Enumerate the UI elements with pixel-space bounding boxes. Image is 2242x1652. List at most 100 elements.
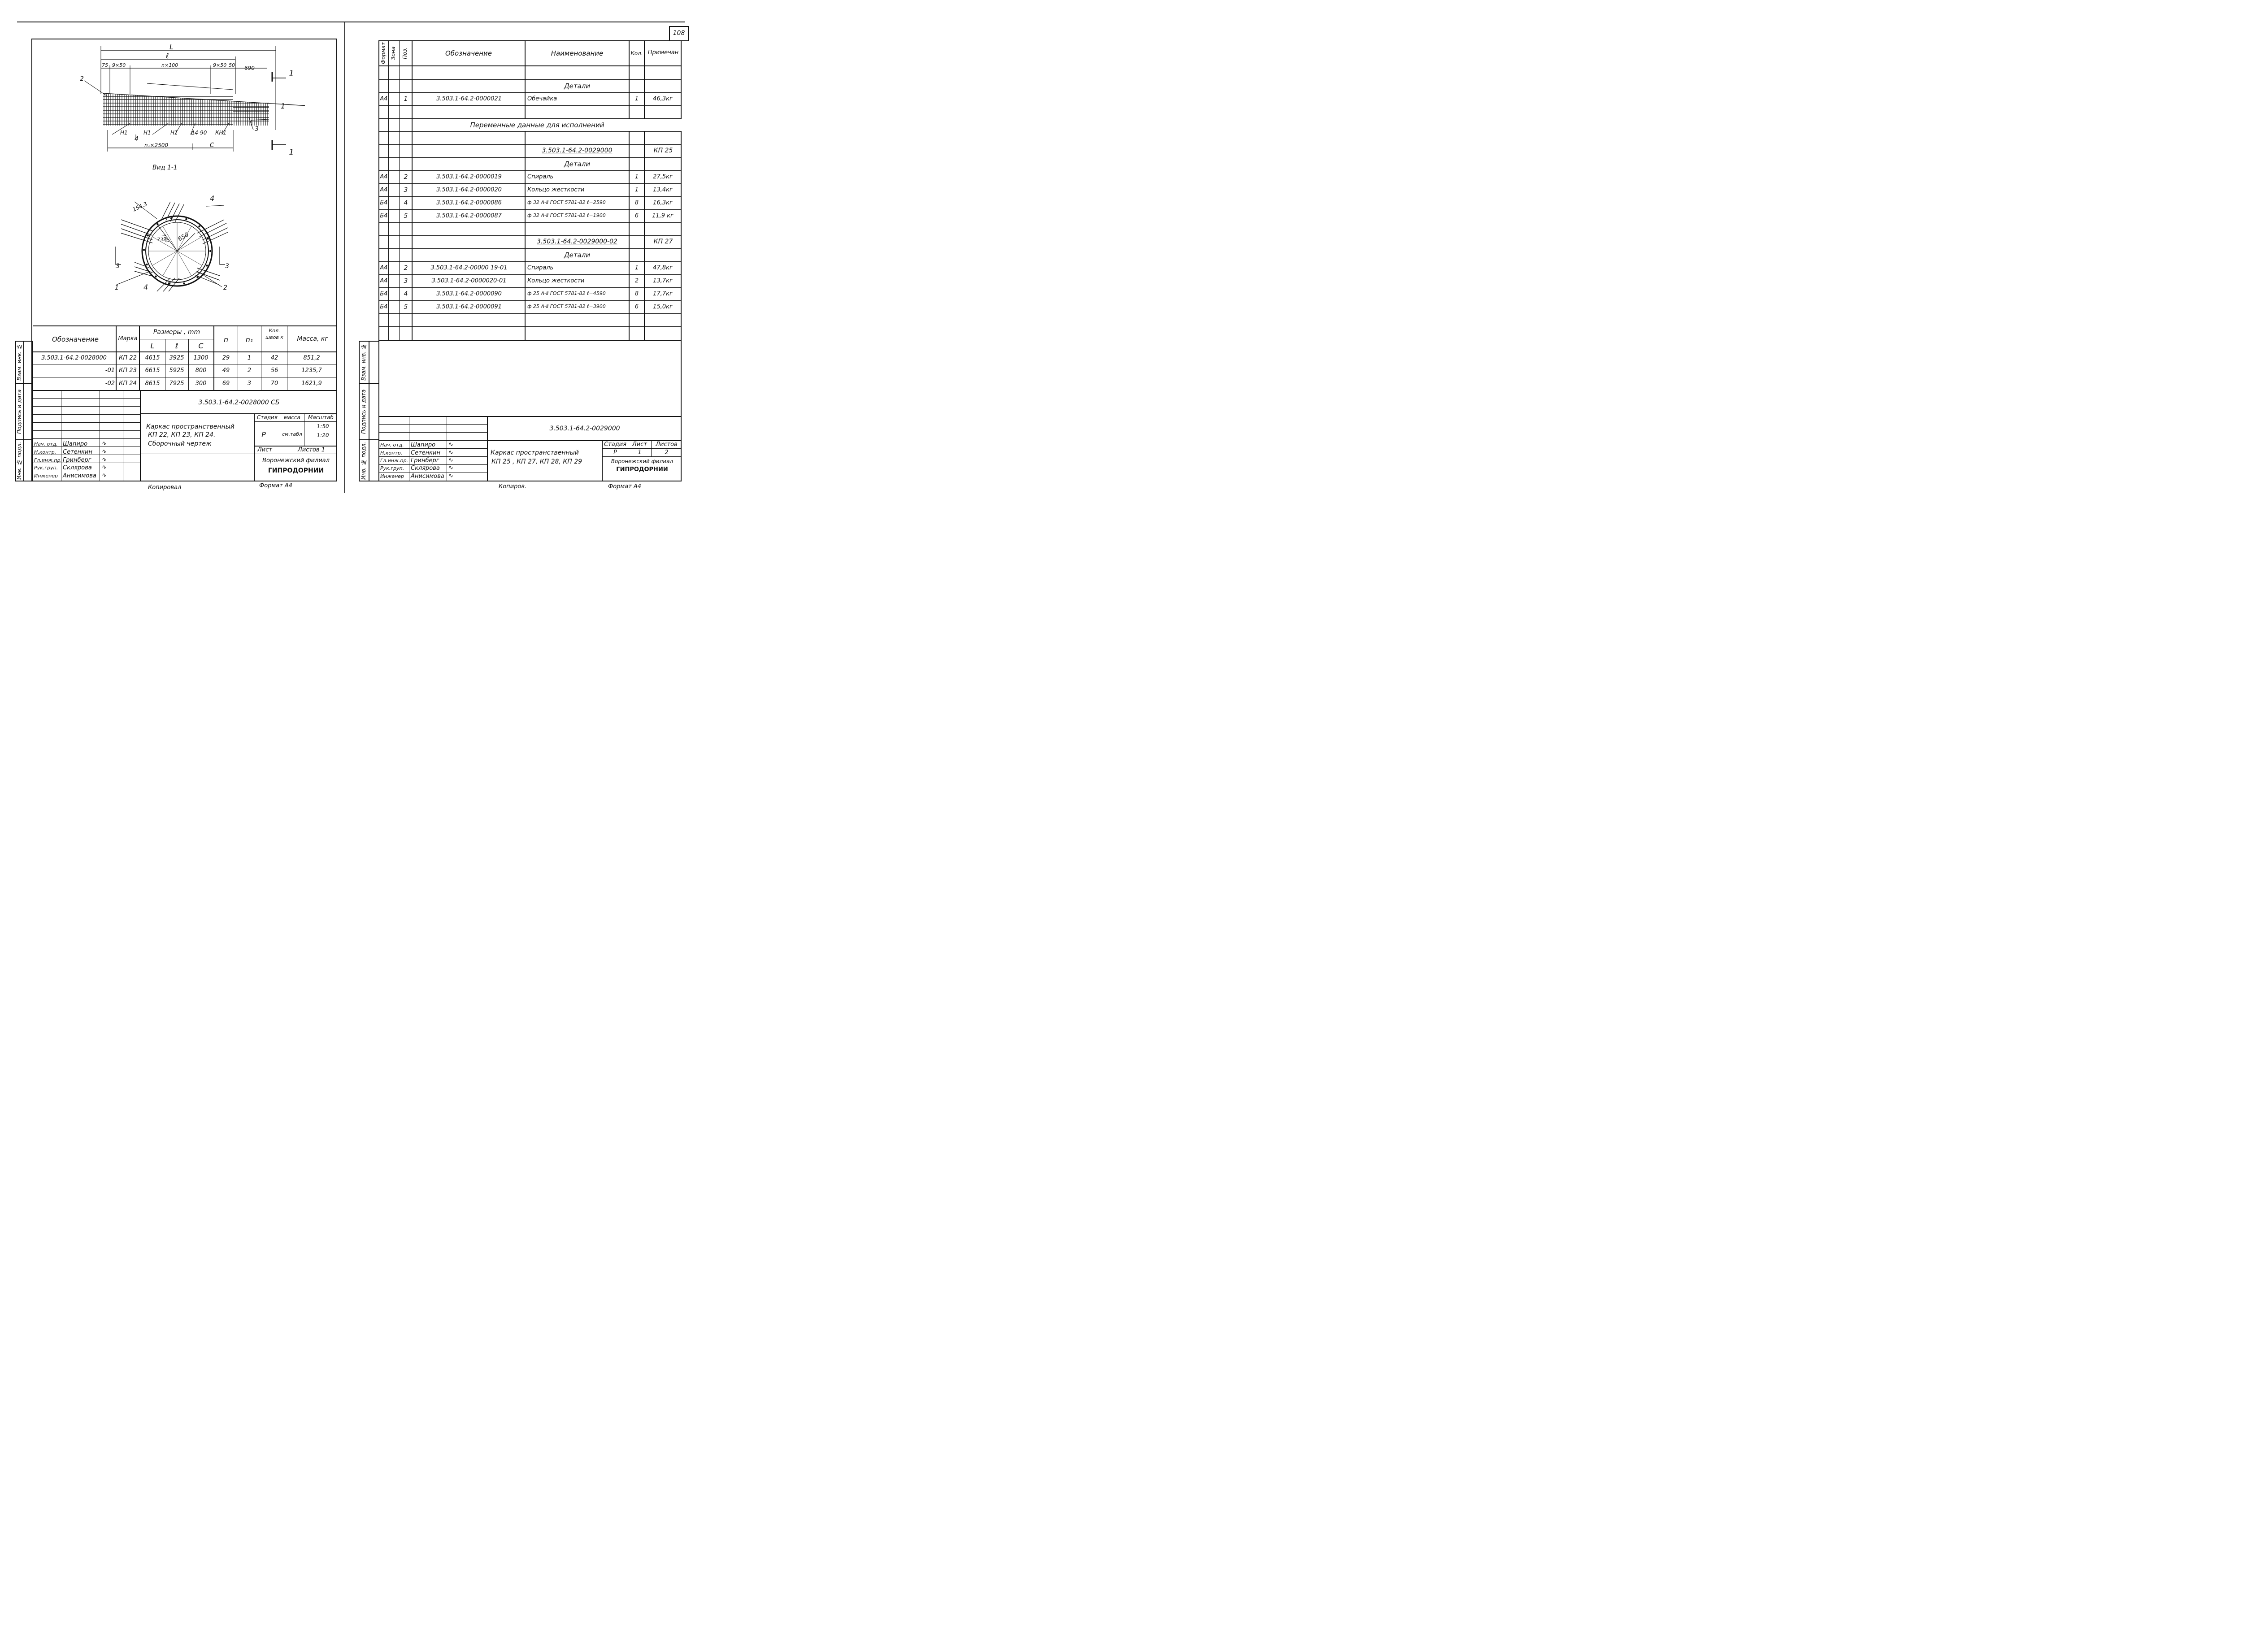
ptable-v2	[139, 325, 140, 391]
left-org-line1: Воронежский филиал	[262, 457, 330, 464]
spec-cell-pos: 3	[404, 278, 408, 285]
spec-variant-code: 3.503.1-64.2-0029000-02	[537, 238, 617, 245]
left-mass-label: масса	[284, 414, 300, 421]
left-stamp-sep2	[15, 439, 33, 440]
dim-nx100-label: n×100	[161, 62, 178, 68]
ltb-role: Инженер	[34, 473, 58, 479]
ptable-cell-c: 1300	[193, 355, 209, 361]
rtb-code-bottom	[487, 440, 682, 441]
ltb-grid-row	[33, 406, 140, 407]
section-pos3-left: 3	[116, 263, 120, 270]
left-format: Формат А4	[259, 482, 293, 489]
rtb-signature: ∿	[448, 464, 453, 471]
spec-section-heading: Детали	[564, 160, 591, 168]
dim-50-label: 50	[229, 62, 235, 68]
radial-line	[152, 251, 178, 266]
left-scale-1: 1:50	[317, 423, 329, 429]
spec-cell-note: 46,3кг	[653, 95, 673, 102]
ltb-role: Рук.груп.	[34, 465, 58, 471]
left-side-stamp	[15, 341, 33, 481]
spec-header-designation: Обозначение	[445, 49, 492, 57]
ptable-v5	[213, 325, 214, 391]
ptable-cell-k: 70	[270, 380, 278, 387]
spec-row-line	[378, 235, 682, 236]
spec-variant-code: 3.503.1-64.2-0029000	[542, 147, 613, 154]
ptable-cell-designation: -01	[105, 367, 115, 374]
ptable-cell-n1: 2	[247, 367, 252, 374]
spec-row-line	[378, 118, 682, 119]
spec-cell-designation: 3.503.1-64.2-0000020-01	[431, 278, 507, 284]
ltb-grid-row	[33, 414, 140, 415]
left-stamp-divider	[23, 341, 24, 481]
dim-n1x2500-label: n₁×2500	[144, 142, 168, 148]
right-org-line1: Воронежский филиал	[611, 458, 673, 464]
page-number: 108	[673, 30, 685, 37]
spec-cell-designation: 3.503.1-64.2-00000 19-01	[430, 264, 508, 271]
left-sheet-frame	[31, 39, 337, 481]
ptable-cell-k: 42	[270, 355, 278, 361]
spec-cell-pos: 5	[404, 212, 408, 220]
spec-row-line	[378, 196, 682, 197]
spec-cell-pos: 2	[404, 173, 408, 181]
weld-n1-a: Н1	[120, 130, 128, 136]
right-stamp-sep2	[359, 439, 379, 440]
left-scale-2: 1:20	[317, 432, 329, 438]
radial-line	[177, 236, 202, 251]
spec-header-note: Примечан	[647, 49, 679, 56]
left-stage-label: Стадия	[256, 414, 278, 421]
spec-cell-designation: 3.503.1-64.2-0000019	[436, 173, 502, 180]
ptable-cell-L: 6615	[145, 367, 160, 374]
ltb-code-bottom	[140, 413, 337, 414]
ptable-cell-l: 5925	[169, 367, 184, 374]
ptable-header-n1: n₁	[245, 335, 253, 344]
section-pos2: 2	[223, 284, 227, 291]
ptable-header-l: ℓ	[175, 342, 178, 350]
rtb-role: Гл.инж.пр.	[380, 458, 408, 464]
rtb-role: Нач. отд.	[380, 442, 404, 448]
rtb-grid-row	[379, 448, 487, 449]
spec-row-line	[378, 261, 682, 262]
ptable-cell-mass: 851,2	[303, 355, 320, 361]
rtb-name: Шапиро	[411, 442, 436, 448]
spec-cell-designation: 3.503.1-64.2-0000087	[436, 212, 502, 219]
spec-cell-pos: 3	[404, 186, 408, 194]
spec-row-line	[378, 248, 682, 249]
spec-header-bottom	[378, 65, 682, 66]
left-title-line2: КП 22, КП 23, КП 24.	[148, 431, 216, 438]
ptable-cell-k: 56	[270, 367, 278, 374]
spec-header-qty: Кол.	[630, 50, 643, 56]
rtb-name: Анисимова	[411, 473, 444, 480]
spec-cell-pos: 4	[404, 199, 408, 207]
rebar-dot	[146, 263, 148, 266]
spec-cell-qty: 6	[634, 304, 639, 310]
right-title-line2: КП 25 , КП 27, КП 28, КП 29	[491, 458, 582, 465]
ptable-header-mark: Марка	[118, 335, 138, 342]
right-stage-label: Стадия	[604, 441, 626, 448]
spec-cell-designation: 3.503.1-64.2-0000091	[436, 304, 502, 310]
rebar-dot	[170, 217, 173, 220]
ltb-role: Нач. отд.	[34, 441, 58, 447]
ptable-cell-L: 4615	[145, 355, 160, 361]
spec-wide-heading: Переменные данные для исполнений	[470, 121, 604, 129]
ptable-cell-l: 7925	[169, 380, 184, 387]
view-label: Вид 1-1	[152, 164, 178, 170]
right-title-line1: Каркас пространственный	[491, 449, 579, 456]
ptable-cell-c: 800	[195, 367, 207, 374]
weld-n1-b: Н1	[143, 130, 151, 136]
radial-line	[177, 226, 192, 251]
rebar-dot	[168, 282, 170, 285]
ltb-signature: ∿	[101, 448, 106, 455]
left-sheets-label: Листов 1	[298, 447, 325, 453]
right-stage-value: Р	[613, 449, 617, 456]
ltb-name: Склярова	[63, 464, 92, 471]
spec-variant-note: КП 27	[653, 238, 673, 245]
ltb-signature: ∿	[101, 456, 106, 463]
spec-cell-format: А4	[380, 186, 388, 193]
spec-row-line	[378, 300, 682, 301]
ltb-name: Гринберг	[63, 457, 91, 464]
ltb-name: Сетенкин	[63, 449, 92, 455]
ptable-cell-L: 8615	[145, 380, 160, 387]
dim-9x50-right-label: 9×50	[213, 62, 226, 68]
ltb-v-signs	[140, 391, 141, 481]
spec-cell-qty: 1	[634, 173, 639, 180]
